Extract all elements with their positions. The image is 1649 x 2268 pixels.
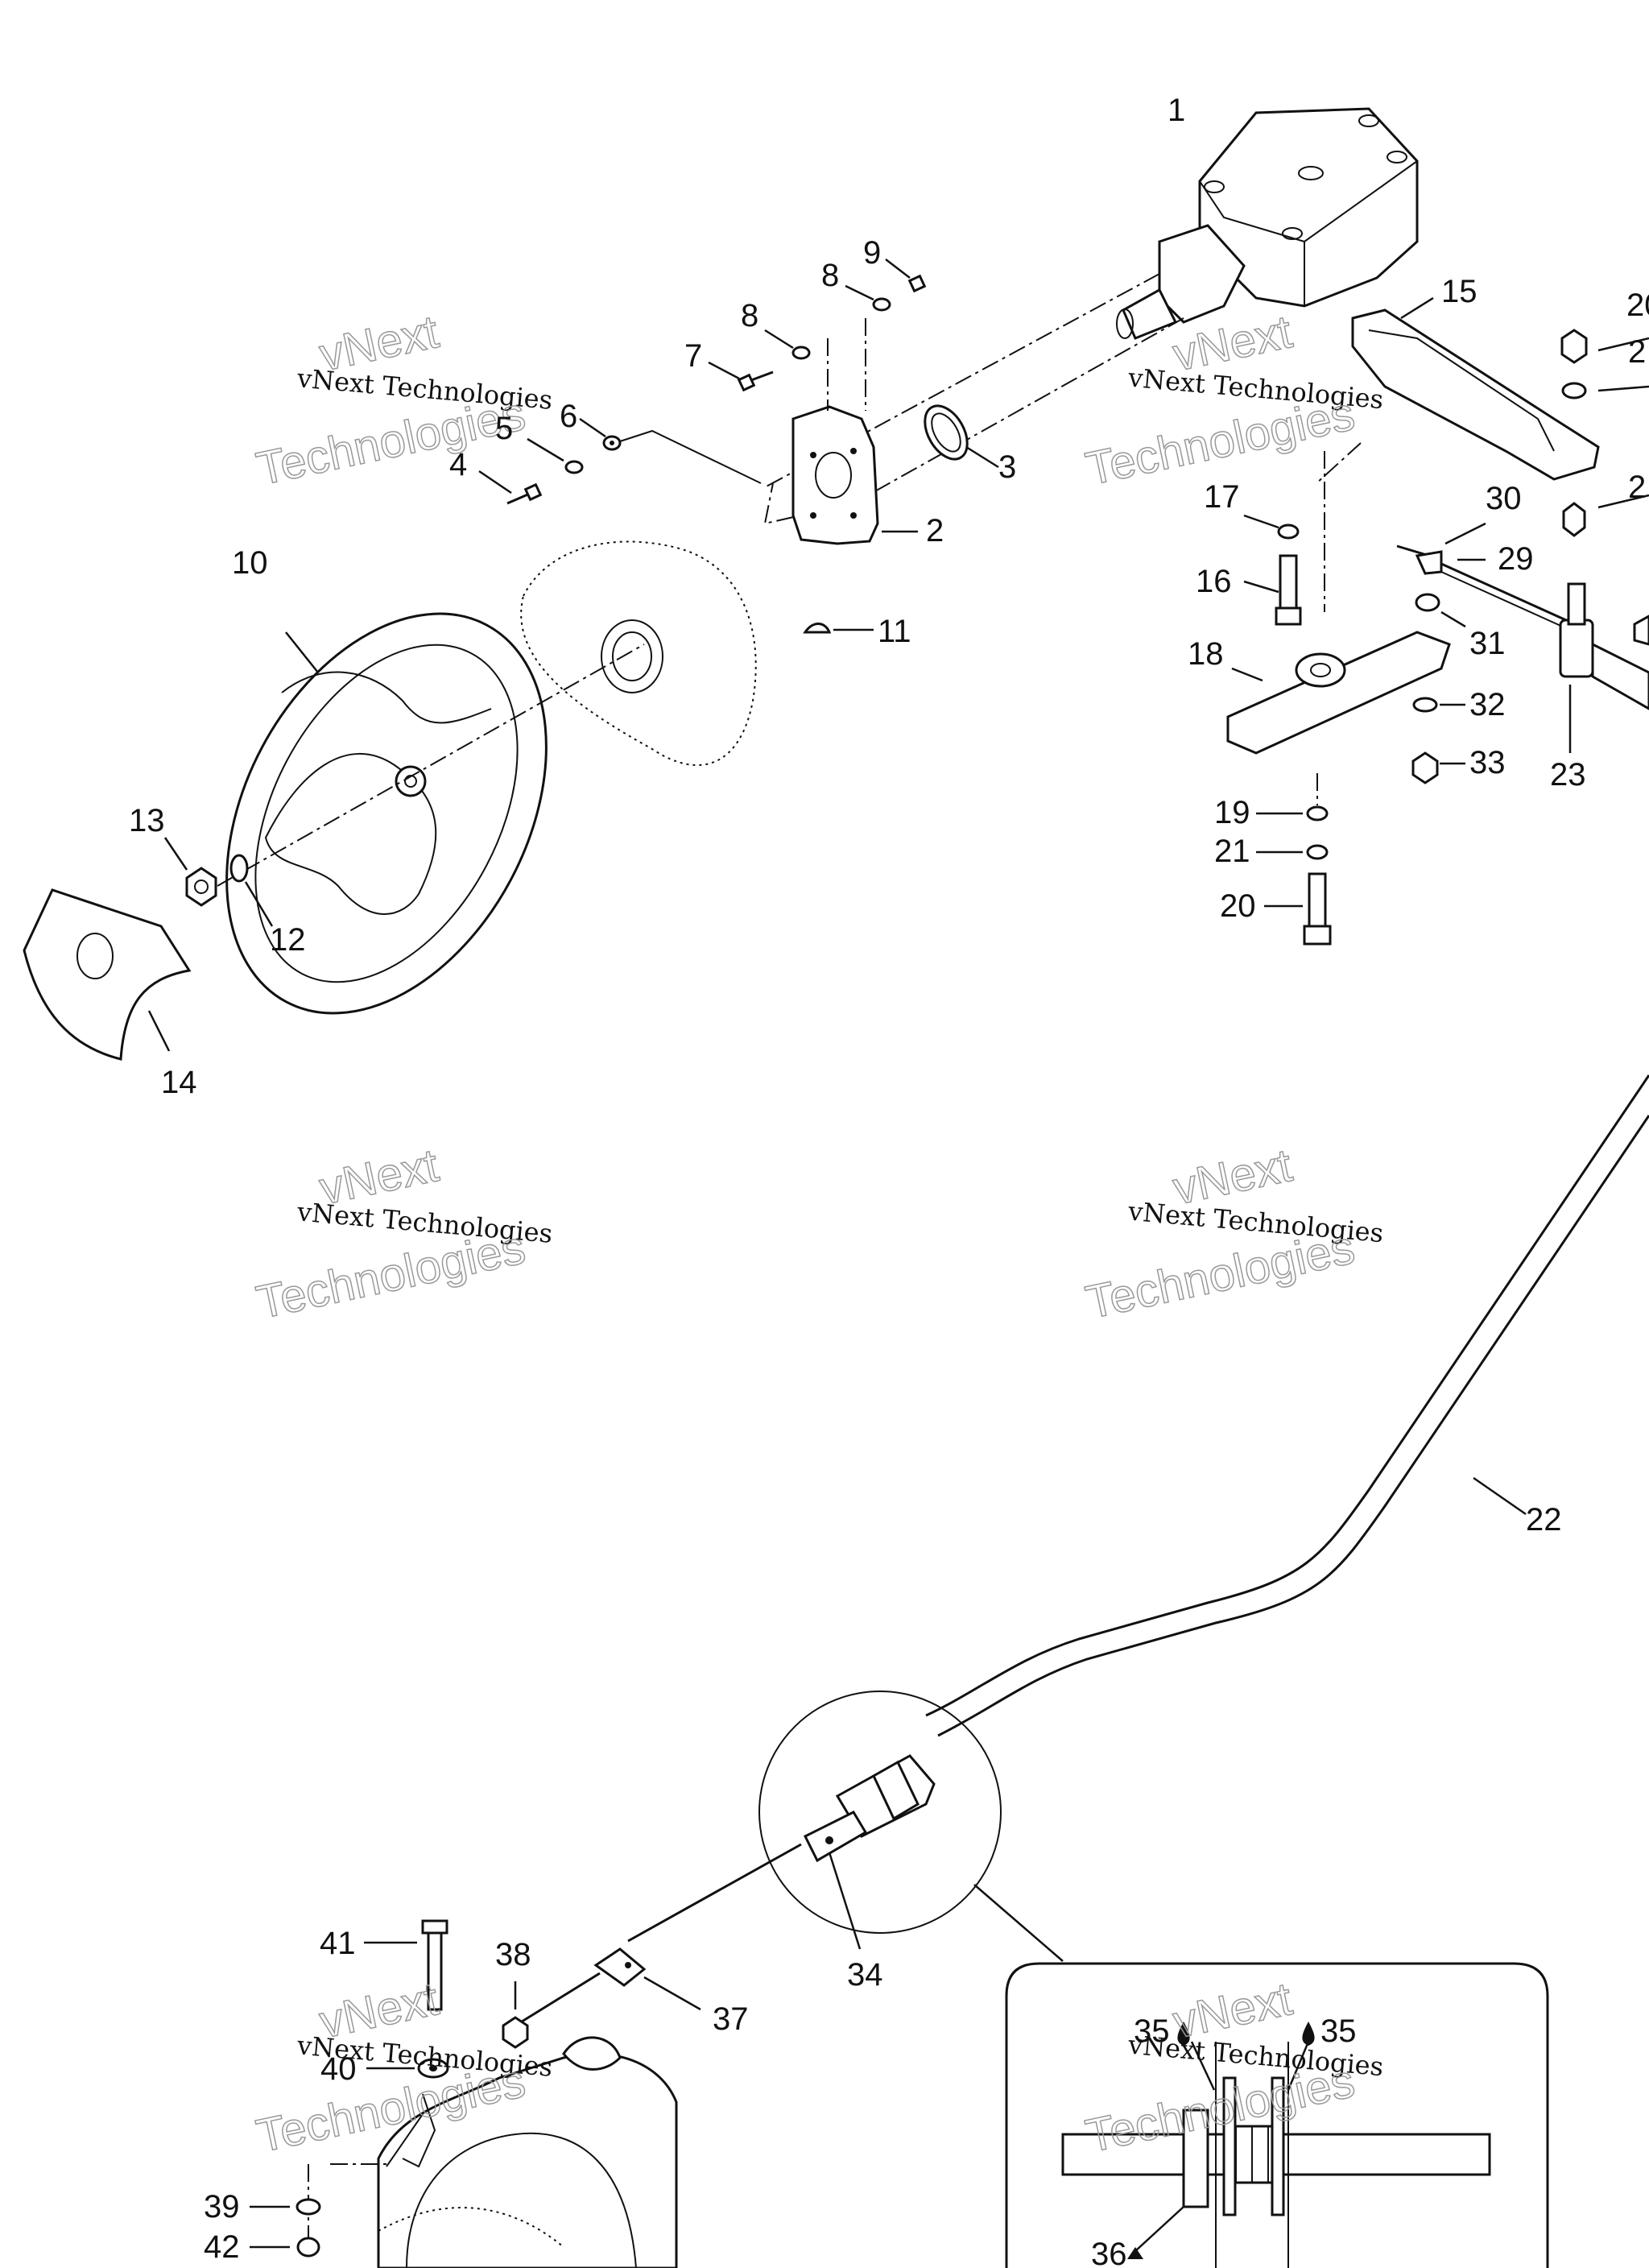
callout-36: 36: [1091, 2237, 1127, 2268]
callout-37: 37: [713, 2001, 749, 2037]
washer-39: [250, 2198, 321, 2216]
bolt-41: [364, 1919, 448, 2011]
callout-19: 19: [1214, 795, 1250, 830]
washer-12: [229, 854, 274, 927]
callout-labels: 1 2 3 4 5 6 7 8 8 9 10 11 12 13 14 15 16…: [129, 93, 1649, 2268]
callout-7: 7: [684, 338, 702, 374]
steering-wheel-ghost: [520, 540, 757, 766]
washer-21: [1256, 844, 1329, 860]
sleeve-37: [593, 1947, 701, 2011]
nut-42: [250, 2237, 320, 2258]
callout-38: 38: [495, 1937, 531, 1972]
washer-8a: [764, 329, 811, 360]
watermark-ml: vNext vNext Technologies Technologies: [251, 1138, 553, 1330]
callout-35b: 35: [1320, 2013, 1357, 2049]
callout-13: 13: [129, 803, 165, 838]
watermark-mr: vNext vNext Technologies Technologies: [1081, 1138, 1384, 1330]
callout-14: 14: [161, 1065, 197, 1100]
nut-33: [1411, 751, 1465, 784]
washer-6: [579, 417, 762, 484]
nut-13: [163, 837, 217, 907]
watermark-tr: vNext vNext Technologies Technologies: [1081, 304, 1384, 496]
callout-8a: 8: [741, 298, 758, 333]
nut-9: [885, 259, 927, 293]
callout-22: 22: [1526, 1502, 1562, 1538]
callout-2: 2: [926, 513, 944, 548]
callout-12: 12: [270, 922, 306, 958]
callout-11: 11: [878, 614, 911, 649]
screw-7: [708, 361, 774, 392]
inset-detail: [1005, 1962, 1549, 2268]
bushing: [924, 404, 999, 469]
callout-33: 33: [1469, 745, 1506, 780]
washer-8b: [845, 284, 891, 312]
watermark-tl: vNext vNext Technologies Technologies: [251, 304, 553, 496]
callout-3: 3: [998, 449, 1016, 485]
callout-39: 39: [204, 2189, 240, 2225]
center-cap: [23, 888, 192, 1061]
bolt-20: [1264, 773, 1332, 946]
key-11: [803, 623, 874, 634]
callout-2r2: 2: [1628, 470, 1646, 505]
washer-19: [1256, 805, 1329, 822]
cable-fitting: [627, 1691, 1064, 1962]
rod-30: [1396, 522, 1486, 575]
spacer-31: [1415, 593, 1466, 628]
callout-32: 32: [1469, 687, 1506, 722]
callout-20a: 20: [1220, 888, 1256, 924]
screw-4: [478, 470, 543, 505]
steering-wheel: [225, 612, 548, 1015]
bracket-15: [1316, 296, 1600, 612]
callout-2r1: 2: [1628, 334, 1646, 370]
callout-15: 15: [1441, 274, 1477, 309]
callout-4: 4: [449, 447, 467, 482]
svg-text:Technologies: Technologies: [1081, 1221, 1359, 1329]
rod-end-38: [502, 1972, 601, 2049]
clamp-23: [1559, 582, 1649, 753]
callout-16: 16: [1196, 564, 1232, 599]
callout-30: 30: [1486, 481, 1522, 516]
washer-5: [527, 437, 584, 474]
callout-21: 21: [1214, 834, 1250, 869]
callout-6: 6: [560, 399, 577, 434]
steering-cable: [925, 1074, 1649, 1737]
mounting-plate: [791, 318, 918, 545]
right-edge-parts: [1560, 329, 1649, 646]
callout-35a: 35: [1134, 2013, 1170, 2049]
washer-17: [1243, 514, 1300, 540]
callout-17: 17: [1204, 479, 1240, 515]
wheel-axis: [217, 644, 645, 887]
svg-text:Technologies: Technologies: [252, 1221, 530, 1329]
bolt-16: [1243, 554, 1302, 626]
svg-text:Technologies: Technologies: [252, 387, 530, 495]
tie-rod: [1440, 558, 1567, 629]
callout-1: 1: [1168, 93, 1185, 128]
washer-40: [366, 2058, 449, 2079]
callout-41: 41: [320, 1926, 356, 1961]
callout-10: 10: [232, 545, 268, 581]
jet-pump-nozzle: [308, 2036, 678, 2268]
callout-9: 9: [863, 235, 881, 271]
callout-18: 18: [1188, 636, 1224, 672]
callout-5: 5: [495, 411, 513, 446]
callout-40: 40: [320, 2051, 357, 2087]
callout-34: 34: [847, 1957, 883, 1993]
lever-18: [1226, 631, 1451, 755]
callout-29: 29: [1498, 541, 1534, 577]
callout-31: 31: [1469, 626, 1506, 661]
callout-20b: 20: [1626, 288, 1649, 323]
steering-housing: [1116, 107, 1419, 340]
callout-23: 23: [1550, 757, 1586, 793]
callout-42: 42: [204, 2229, 240, 2265]
callout-8b: 8: [821, 258, 839, 293]
washer-32: [1412, 697, 1465, 713]
